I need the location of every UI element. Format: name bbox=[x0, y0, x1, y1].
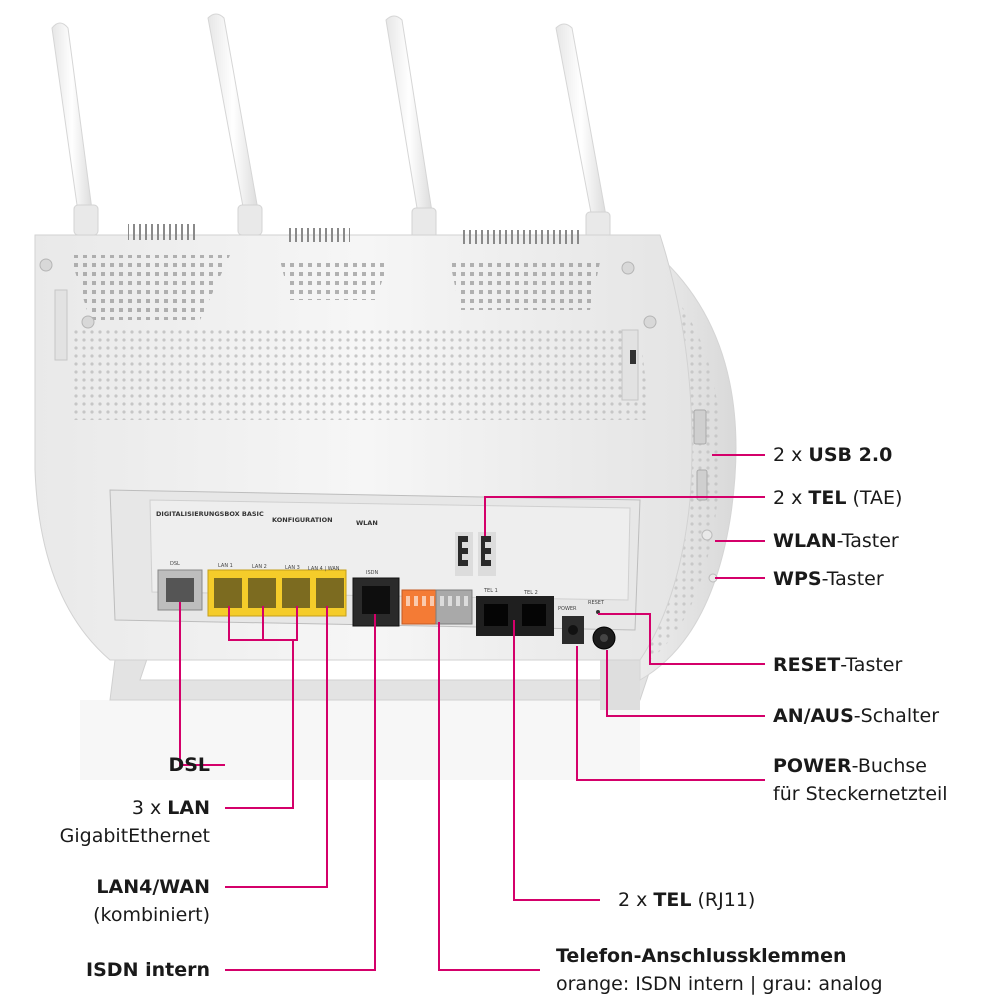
line-isdn bbox=[225, 614, 376, 971]
port-label-isdn: ISDN bbox=[366, 570, 379, 576]
antenna-2 bbox=[207, 13, 263, 236]
callout-wlan-name: WLAN bbox=[773, 530, 837, 552]
antenna-1 bbox=[51, 22, 99, 236]
port-label-lan2: LAN 2 bbox=[252, 564, 267, 570]
line-onoff bbox=[606, 650, 765, 717]
callout-lan3: 3 x LAN GigabitEthernet bbox=[60, 794, 210, 850]
port-label-tel1: TEL 1 bbox=[484, 588, 498, 594]
vent-grid bbox=[70, 255, 650, 420]
power-jack bbox=[562, 616, 584, 644]
line-reset bbox=[598, 613, 765, 665]
callout-lan4-name: LAN4/WAN bbox=[96, 876, 210, 898]
floor-reflection bbox=[80, 700, 640, 780]
side-clip-left bbox=[54, 289, 68, 361]
callout-lines bbox=[179, 454, 765, 971]
callout-dsl: DSL bbox=[168, 751, 210, 779]
wlan-button bbox=[701, 529, 713, 541]
callout-lan3-name: LAN bbox=[167, 797, 210, 819]
callout-tel-rj11: 2 x TEL (RJ11) bbox=[618, 886, 755, 914]
port-label-reset: RESET bbox=[588, 600, 605, 606]
callout-tel-tae-count: 2 x bbox=[773, 487, 803, 509]
callout-wps: WPS-Taster bbox=[773, 565, 884, 593]
port-label-dsl: DSL bbox=[170, 561, 180, 567]
callout-klemmen: Telefon-Anschlussklemmen orange: ISDN in… bbox=[556, 942, 883, 998]
port-label-lan3: LAN 3 bbox=[285, 565, 300, 571]
tel-rj11-ports bbox=[476, 596, 554, 636]
callout-isdn: ISDN intern bbox=[86, 956, 210, 984]
lan-ports bbox=[207, 569, 347, 617]
callout-tel-tae-type: (TAE) bbox=[852, 487, 903, 509]
sticker-config-title: KONFIGURATION bbox=[272, 516, 333, 524]
screw-hole-top-right bbox=[621, 261, 635, 275]
screw-hole-mid-left bbox=[81, 315, 95, 329]
callout-power-name: POWER bbox=[773, 755, 852, 777]
callout-tel-rj11-count: 2 x bbox=[618, 889, 648, 911]
top-slot-vents bbox=[128, 224, 580, 244]
terminal-blocks bbox=[401, 589, 473, 625]
callout-lan3-desc: GigabitEthernet bbox=[59, 825, 210, 847]
line-power bbox=[576, 646, 765, 781]
antenna-3 bbox=[385, 15, 437, 239]
callout-reset-suffix: -Taster bbox=[840, 654, 903, 676]
callout-tel-rj11-type: (RJ11) bbox=[697, 889, 756, 911]
antennas bbox=[51, 13, 611, 243]
line-lan3 bbox=[225, 606, 298, 809]
callout-wlan: WLAN-Taster bbox=[773, 527, 899, 555]
callout-lan4: LAN4/WAN (kombiniert) bbox=[93, 873, 210, 929]
callout-onoff-name: AN/AUS bbox=[773, 705, 854, 727]
side-clip-right bbox=[621, 329, 639, 401]
callout-klemmen-desc: orange: ISDN intern | grau: analog bbox=[556, 973, 883, 995]
port-label-power: POWER bbox=[558, 606, 577, 612]
callout-onoff: AN/AUS-Schalter bbox=[773, 702, 939, 730]
line-tel-tae bbox=[484, 496, 765, 536]
callout-lan4-desc: (kombiniert) bbox=[93, 904, 210, 926]
callout-tel-tae-name: TEL bbox=[808, 487, 847, 509]
port-label-lan4: LAN 4 | WAN bbox=[308, 566, 340, 572]
callout-isdn-name: ISDN intern bbox=[86, 959, 210, 981]
callout-klemmen-name: Telefon-Anschlussklemmen bbox=[556, 945, 847, 967]
callout-usb-name: USB 2.0 bbox=[808, 444, 893, 466]
screw-hole-top-left bbox=[39, 258, 53, 272]
callout-power-suffix: -Buchse bbox=[851, 755, 927, 777]
sticker-wlan-title: WLAN bbox=[356, 519, 378, 527]
port-label-tel2: TEL 2 bbox=[524, 590, 538, 596]
line-klemmen bbox=[438, 622, 540, 971]
callout-lan3-count: 3 x bbox=[131, 797, 162, 819]
callout-power: POWER-Buchse für Steckernetzteil bbox=[773, 752, 948, 808]
sticker-title: DIGITALISIERUNGSBOX BASIC bbox=[156, 510, 264, 518]
usb-port-1 bbox=[693, 409, 707, 445]
tae-ports bbox=[455, 532, 496, 576]
screw-hole-mid-right bbox=[643, 315, 657, 329]
callout-usb: 2 x USB 2.0 bbox=[773, 441, 892, 469]
callout-wps-name: WPS bbox=[773, 568, 822, 590]
usb-port-2 bbox=[696, 469, 708, 501]
callout-wps-suffix: -Taster bbox=[821, 568, 884, 590]
callout-dsl-name: DSL bbox=[168, 754, 210, 776]
line-dsl bbox=[179, 602, 225, 766]
antenna-4 bbox=[555, 23, 611, 243]
callout-onoff-suffix: -Schalter bbox=[853, 705, 940, 727]
callout-reset: RESET-Taster bbox=[773, 651, 902, 679]
port-label-lan1: LAN 1 bbox=[218, 563, 233, 569]
callout-power-desc: für Steckernetzteil bbox=[773, 783, 948, 805]
line-tel-rj11 bbox=[513, 620, 600, 901]
callout-tel-rj11-name: TEL bbox=[653, 889, 692, 911]
callout-reset-name: RESET bbox=[773, 654, 841, 676]
callout-usb-count: 2 x bbox=[773, 444, 803, 466]
callout-tel-tae: 2 x TEL (TAE) bbox=[773, 484, 902, 512]
callout-wlan-suffix: -Taster bbox=[836, 530, 899, 552]
line-lan4 bbox=[225, 606, 328, 888]
